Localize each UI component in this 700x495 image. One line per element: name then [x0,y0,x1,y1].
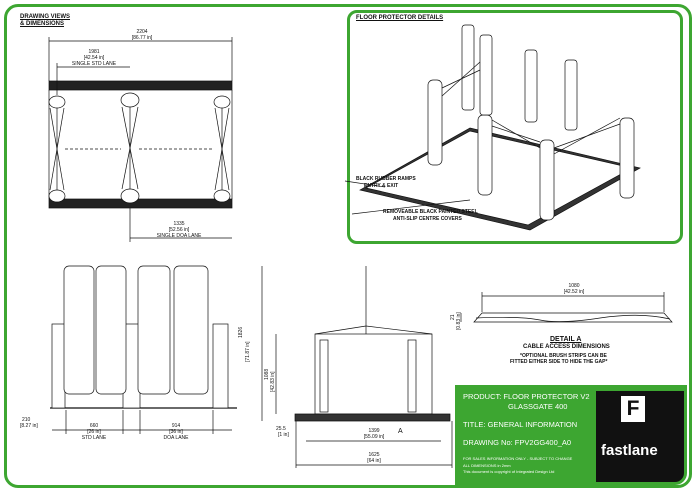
floor-protector-panel [347,10,683,244]
ramps-label-line1: BLACK RUBBER RAMPS [356,176,416,182]
detail-width-in: [42.52 in] [563,289,585,295]
drawing-number: DRAWING No: FPV2GG400_A0 [463,438,572,447]
plan-overall-in: [86.77 in] [131,35,153,41]
front-base-in: [8.27 in] [20,423,38,429]
side-total-mm: 1625 [368,452,380,458]
detail-a-title: DETAIL A [550,336,582,343]
front-doa-label: DOA LANE [163,435,189,441]
drawing-views-heading: DRAWING VIEWS [20,14,71,20]
front-base-mm: 210 [22,417,31,423]
floor-protector-heading: FLOOR PROTECTOR DETAILS [356,15,444,21]
front-std-in: [26 in] [87,429,101,435]
detail-a-subtitle: CABLE ACCESS DIMENSIONS [523,344,610,350]
logo-wordmark: fastlane [601,442,658,459]
front-std-label: STD LANE [81,435,107,441]
fine-print-1: FOR SALES INFORMATION ONLY - SUBJECT TO … [463,456,573,461]
plan-doa-label: SINGLE DOA LANE [156,233,202,239]
front-doa-in: [36 in] [169,429,183,435]
side-inner-in: [42.83 in] [270,371,276,392]
sheet-border [4,4,692,488]
detail-h-in: [0.83 in] [456,312,462,330]
product-line2: GLASSGATE 400 [508,402,568,411]
plan-bottom-rail [48,198,233,209]
plan-std-label: SINGLE STD LANE [71,61,117,67]
fine-print-3: This document is copyright of Integrated… [463,469,555,474]
plan-overall-mm: 2204 [136,29,148,35]
side-height-mm: 1826 [238,326,244,338]
logo-f-mark: F [621,396,645,422]
covers-label-line2: ANTI-SLIP CENTRE COVERS [393,216,462,222]
detail-a-note-line1: *OPTIONAL BRUSH STRIPS CAN BE [520,353,607,359]
fastlane-logo: F fastlane [596,391,684,482]
ramps-label-line2: ENTRY & EXIT [364,183,399,189]
side-depth-mm: 1399 [368,428,380,434]
fine-print-2: ALL DIMENSIONS in 2mm [463,463,511,468]
side-ramp-in: [1 in] [278,432,289,438]
plan-std-mm: 1981 [88,49,100,55]
side-ramp-mm: 25.5 [276,426,286,432]
covers-label-line1: REMOVEABLE BLACK PAINTED STEEL [383,209,478,215]
plan-top-rail [48,80,233,91]
side-depth-in: [55.09 in] [363,434,385,440]
side-total-in: [64 in] [367,458,381,464]
title-line: TITLE: GENERAL INFORMATION [463,420,578,429]
side-height-in: [71.87 in] [245,341,251,362]
detail-a-marker: A [398,428,403,435]
product-line1: PRODUCT: FLOOR PROTECTOR V2 [463,392,590,401]
detail-a-note-line2: FITTED EITHER SIDE TO HIDE THE GAP* [510,359,608,365]
detail-width-mm: 1080 [568,283,580,289]
plan-doa-mm: 1335 [173,221,185,227]
plan-doa-in: [52.56 in] [168,227,190,233]
front-std-mm: 660 [89,423,99,429]
front-doa-mm: 914 [171,423,181,429]
plan-std-in: [42.54 in] [83,55,105,61]
dimensions-heading: & DIMENSIONS [20,21,65,27]
